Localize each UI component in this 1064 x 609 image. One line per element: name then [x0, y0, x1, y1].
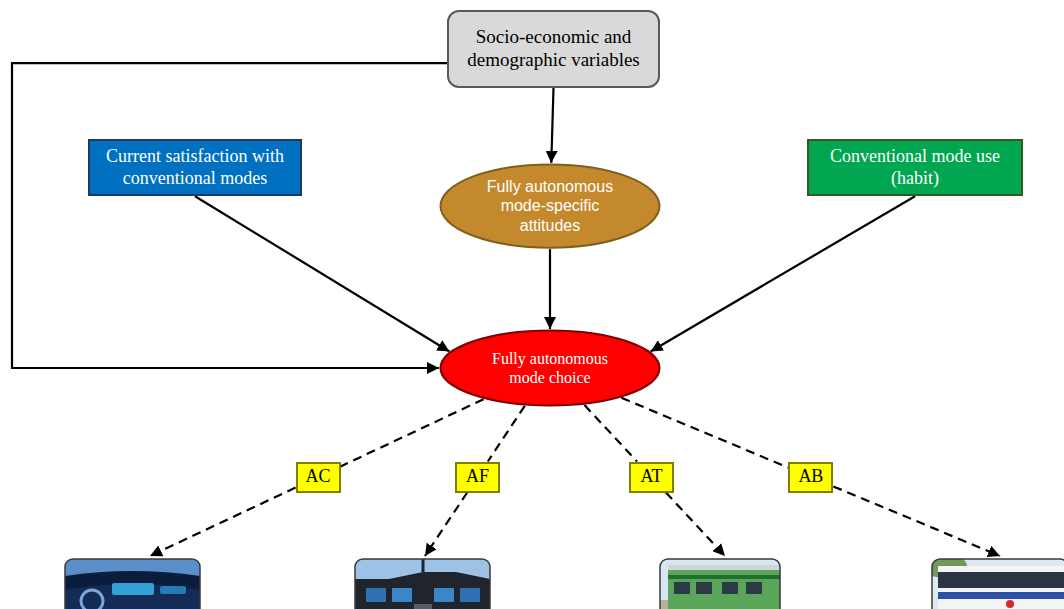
photo-frame — [65, 559, 200, 609]
choice-ellipse: Fully autonomous mode choice — [439, 329, 661, 407]
dashed-connector — [621, 398, 788, 468]
cockpit-photo-part — [414, 604, 432, 609]
dashed-connector — [488, 406, 525, 462]
ellipse-shape — [441, 331, 660, 406]
text-wrap: AB — [798, 466, 823, 488]
train-photo-part — [674, 582, 690, 594]
node-label: Socio-economic and demographic variables — [459, 26, 648, 72]
dashed-arrow-segment — [150, 488, 296, 556]
photo-frame — [932, 559, 1064, 609]
cockpit-photo — [355, 559, 490, 609]
dashed-arrow-segment — [666, 493, 725, 557]
text-wrap: AC — [306, 466, 331, 488]
cockpit-photo-part — [422, 559, 425, 572]
bus-photo-part — [938, 572, 1064, 588]
node-label: AB — [798, 466, 823, 488]
car-interior-photo-part — [65, 559, 200, 609]
text-wrap: Conventional mode use (habit) — [815, 146, 1015, 189]
car-interior-photo-part — [112, 583, 154, 595]
cockpit-photo-part — [392, 588, 412, 602]
car-interior-photo-part — [160, 586, 186, 594]
factor-box: Conventional mode use (habit) — [807, 139, 1023, 196]
car-interior-photo-part — [65, 559, 200, 576]
factor-box: Socio-economic and demographic variables — [447, 10, 660, 88]
bus-photo-part — [932, 559, 1064, 609]
train-photo-part — [668, 565, 780, 609]
photo-frame — [355, 559, 490, 609]
attitude-ellipse: Fully autonomous mode-specific attitudes — [439, 163, 661, 249]
ellipse-shape — [441, 164, 660, 247]
cockpit-photo-part — [355, 559, 490, 579]
text-wrap: Socio-economic and demographic variables — [459, 26, 648, 72]
arrow-connector — [195, 196, 449, 351]
car-interior-photo-part — [65, 584, 200, 609]
train-photo-part — [746, 582, 762, 594]
text-wrap: AF — [466, 466, 489, 488]
photo-frame — [660, 559, 780, 609]
node-label: AF — [466, 466, 489, 488]
node-label: AT — [640, 466, 662, 488]
bus-photo — [932, 559, 1064, 609]
dashed-connector — [341, 399, 484, 466]
train-photo-part — [668, 565, 780, 570]
train-photo-part — [696, 582, 712, 594]
bus-photo-part — [938, 566, 1064, 609]
train-photo-part — [722, 582, 738, 594]
cockpit-photo-part — [460, 588, 480, 602]
text-wrap: Fully autonomous mode choice — [475, 349, 626, 387]
car-interior-photo — [65, 559, 200, 609]
cockpit-photo-part — [434, 588, 454, 602]
mode-tag: AC — [296, 462, 341, 493]
dashed-arrow-segment — [425, 493, 467, 557]
node-label: Current satisfaction with conventional m… — [96, 146, 294, 189]
arrow-connector — [12, 63, 447, 368]
car-interior-photo-part — [81, 590, 103, 609]
factor-box: Current satisfaction with conventional m… — [88, 139, 302, 196]
arrow-connector — [551, 88, 553, 163]
text-wrap: AT — [640, 466, 662, 488]
node-label: Conventional mode use (habit) — [815, 146, 1015, 189]
node-label: Fully autonomous mode choice — [475, 349, 626, 387]
mode-tag: AB — [788, 462, 833, 493]
ellipse-outline — [439, 329, 661, 407]
bus-photo-part — [1006, 600, 1014, 608]
node-label: Fully autonomous mode-specific attitudes — [475, 177, 626, 235]
cockpit-photo-part — [355, 559, 490, 609]
cockpit-photo-part — [366, 588, 386, 602]
train-photo-part — [668, 575, 780, 579]
train-photo — [660, 559, 780, 609]
dashed-connector — [585, 405, 638, 461]
mode-tag: AT — [629, 462, 674, 493]
node-label: AC — [306, 466, 331, 488]
train-photo-part — [660, 559, 780, 609]
arrow-connector — [651, 196, 915, 351]
mode-tag: AF — [455, 462, 500, 493]
text-wrap: Current satisfaction with conventional m… — [96, 146, 294, 189]
text-wrap: Fully autonomous mode-specific attitudes — [475, 177, 626, 235]
bus-photo-part — [938, 592, 1064, 599]
arrow-connector — [549, 249, 551, 329]
dashed-arrow-segment — [833, 486, 1000, 556]
